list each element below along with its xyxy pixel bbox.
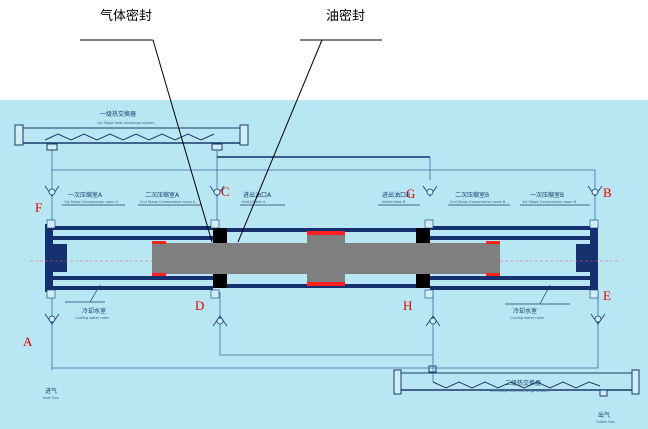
cooling-left-label: 冷却水室 [82,307,106,315]
c1a-label-en: 1st Stage Compression room A [64,200,119,204]
oila-label-en: Inlet/Outlet A [242,200,266,204]
check-valves [44,185,606,327]
oilb-label: 进出油口B [382,191,410,199]
hx2-label-en: 2nd Stage heat exchange system [490,389,549,393]
hx1-label-en: 1st Stage heat exchange system [97,121,155,125]
heat-exchanger-2 [393,365,640,397]
point-c: C [221,184,230,199]
point-b: B [603,185,612,200]
piping [51,150,599,382]
outlet-label-en: Outlet Gas [596,420,615,424]
point-d: D [195,298,204,313]
c2b-label: 二次压缩室B [455,191,489,199]
cooling-left-label-en: Cooling water room [75,316,110,320]
point-a: A [23,334,33,349]
callout-lines [80,39,382,243]
seal-ring [307,282,345,286]
c2b-label-en: 2nd Stage Compression room B [450,200,506,204]
point-h: H [403,298,412,313]
outlet-label: 出气 [598,411,610,419]
c1b-label-en: 1st Stage Compression room B [522,200,577,204]
c2a-label: 二次压缩室A [145,191,180,199]
point-f: F [35,200,42,215]
oil-seal-callout: 油密封 [326,8,365,24]
hx1-label: 一级热交换器 [100,110,136,118]
inlet-label-en: Inlet Gas [43,396,59,400]
point-e: E [603,288,611,303]
inlet-label: 进气 [45,387,57,395]
point-g: G [406,186,415,201]
cooling-right-label-en: Cooling water room [510,316,545,320]
oilb-label-en: Inlet/Outlet B [382,200,406,204]
seal-ring [307,231,345,235]
piston [152,231,500,286]
c1a-label: 一次压缩室A [68,191,103,199]
cooling-right-label: 冷却水室 [513,307,537,315]
c2a-label-en: 2nd Stage Compression room A [140,200,196,204]
label-leaders [62,204,590,305]
gas-seal-callout: 气体密封 [100,8,152,24]
compressor-body [30,219,620,299]
c1b-label: 一次压缩室B [530,191,564,199]
hx2-label: 二级热交换器 [505,379,541,387]
